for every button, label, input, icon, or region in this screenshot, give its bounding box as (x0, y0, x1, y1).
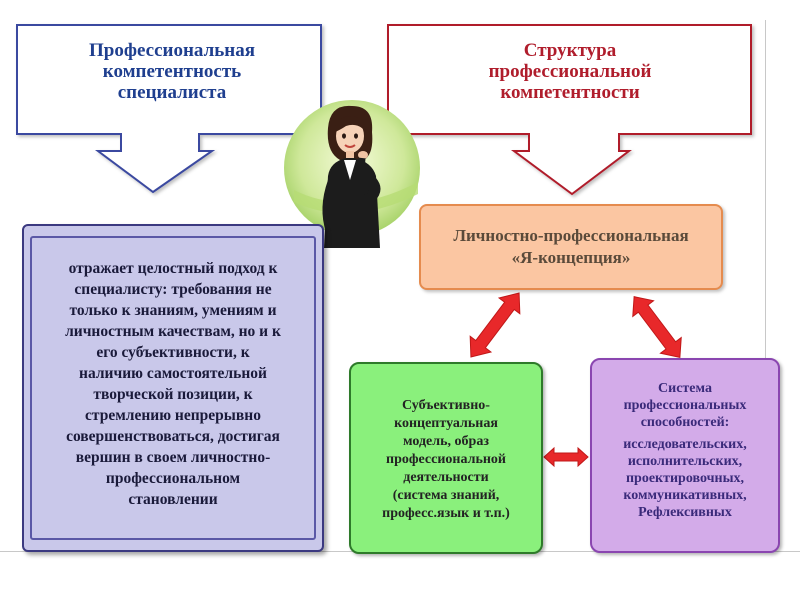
left-title-line-1: Профессиональная (88, 40, 256, 61)
description-line: его субъективности, к (96, 344, 250, 361)
abilities-system-box: Система профессиональных способностей: и… (590, 358, 780, 553)
description-text: отражает целостный подход к специалисту:… (32, 258, 314, 510)
description-inner-frame (30, 236, 316, 540)
model-line: концептуальная (394, 416, 498, 431)
frame-line-right (765, 20, 766, 552)
abilities-line: исполнительских, (627, 454, 743, 469)
description-line: только к знаниям, умениям и (69, 302, 277, 319)
abilities-line: способностей: (640, 415, 730, 430)
description-line: наличию самостоятельной (79, 365, 267, 382)
abilities-line: проектировочных, (625, 471, 744, 486)
right-title-line-3: компетентности (500, 82, 640, 103)
self-concept-line-1: Личностно-профессиональная (453, 226, 689, 245)
left-title-line-3: специалиста (117, 82, 227, 103)
model-line: (система знаний, (392, 488, 500, 503)
right-title-line-1: Структура (523, 40, 617, 61)
right-callout-shape (387, 24, 752, 196)
double-arrow-concept-model (469, 292, 521, 358)
abilities-line: Система (658, 381, 712, 396)
model-line: модель, образ (403, 434, 489, 449)
abilities-line: Рефлексивных (638, 505, 732, 520)
businesswoman-avatar-icon (284, 100, 420, 248)
description-line: специалисту: требования не (74, 281, 272, 298)
description-line: отражает целостный подход к (68, 260, 278, 277)
description-line: становлении (128, 491, 218, 508)
double-arrow-concept-abilities (632, 296, 682, 358)
description-line: личностным качествам, но и к (65, 323, 281, 340)
description-line: профессиональном (105, 470, 241, 487)
model-line: Субъективно- (402, 398, 490, 413)
description-line: совершенствоваться, достигая (66, 428, 280, 445)
description-line: стремлению непрерывно (85, 407, 261, 424)
description-line: творческой позиции, к (93, 386, 253, 403)
abilities-line: коммуникативных, (623, 488, 747, 503)
self-concept-line-2: «Я-концепция» (511, 248, 631, 267)
left-callout-title: Профессиональная компетентность специали… (24, 40, 320, 103)
model-line: деятельности (403, 470, 489, 485)
abilities-line: профессиональных (623, 398, 747, 413)
right-title-line-2: профессиональной (488, 61, 652, 82)
abilities-line: исследовательских, (623, 437, 747, 452)
description-box: отражает целостный подход к специалисту:… (22, 224, 324, 552)
left-title-line-2: компетентность (102, 61, 242, 82)
model-line: профессиональной (386, 452, 506, 467)
conceptual-model-box: Субъективно- концептуальная модель, обра… (349, 362, 543, 554)
double-arrow-model-abilities (543, 446, 589, 468)
self-concept-box: Личностно-профессиональная «Я-концепция» (419, 204, 723, 290)
model-line: професс.язык и т.п.) (382, 506, 510, 521)
right-callout-title: Структура профессиональной компетентност… (392, 40, 748, 103)
description-line: вершин в своем личностно- (75, 449, 271, 466)
